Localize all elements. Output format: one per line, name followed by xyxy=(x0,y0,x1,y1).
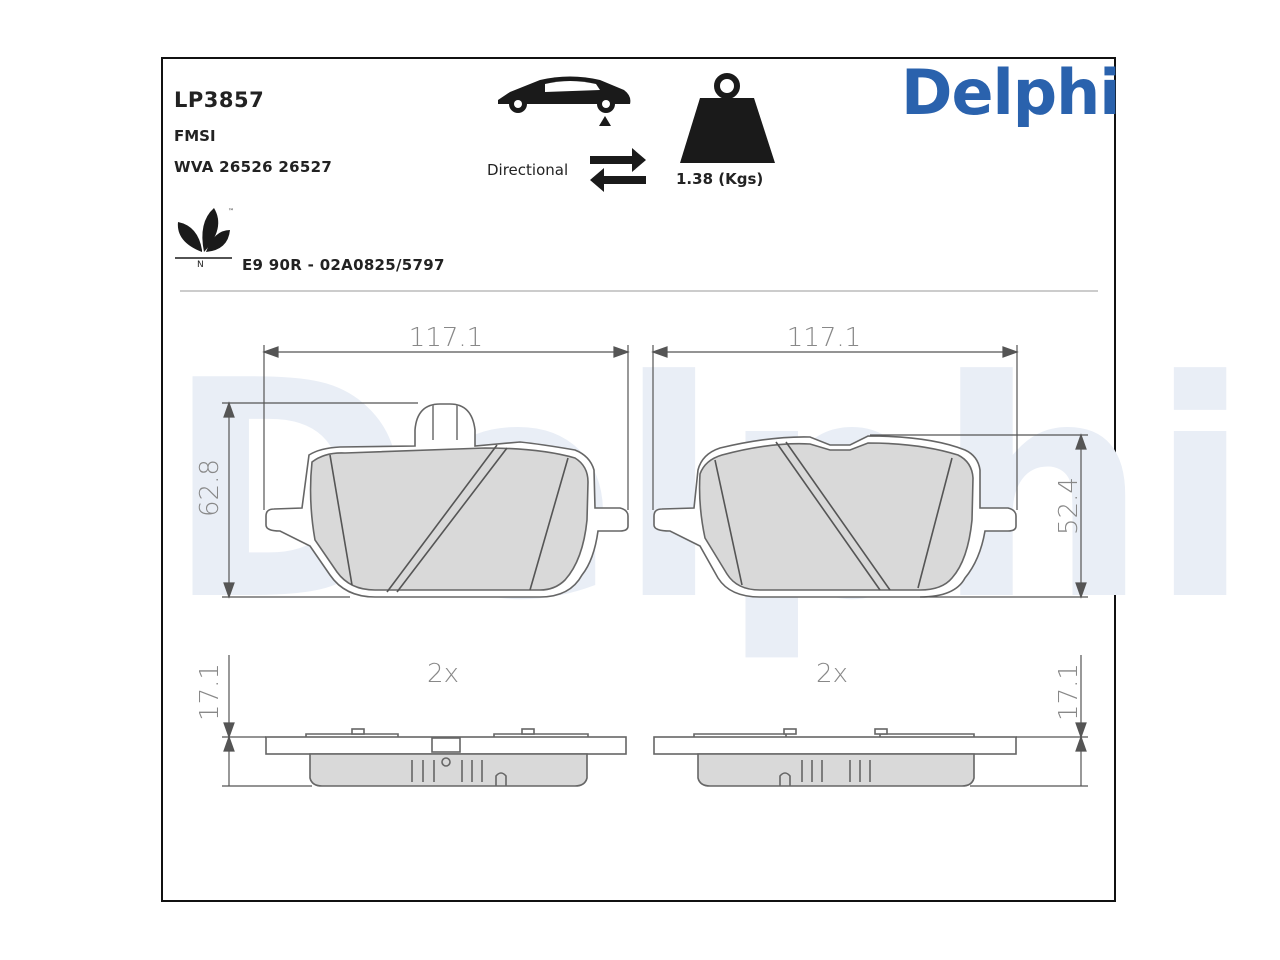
brand-logo: Delphi xyxy=(901,56,1121,129)
left-pad-front-view xyxy=(265,403,629,598)
weight-icon xyxy=(680,73,775,163)
eco-letter: N xyxy=(197,260,204,270)
right-pad-side-view xyxy=(653,728,1017,787)
right-dimension-lines xyxy=(651,345,1088,599)
eco-trademark: ™ xyxy=(228,208,234,215)
right-thickness-dimension-lines xyxy=(970,655,1088,787)
right-pad-front-view xyxy=(653,435,1017,598)
left-thickness-dimension: 17.1 xyxy=(195,663,225,721)
wva-numbers: WVA 26526 26527 xyxy=(174,158,333,176)
left-thickness-dimension-lines xyxy=(222,655,312,787)
left-pad-side-view xyxy=(265,728,627,787)
right-thickness-dimension: 17.1 xyxy=(1054,663,1084,721)
left-quantity-label: 2x xyxy=(427,659,459,689)
directional-arrows-icon xyxy=(590,148,646,192)
right-quantity-label: 2x xyxy=(816,659,848,689)
right-height-dimension: 52.4 xyxy=(1054,477,1084,535)
fmsi-label: FMSI xyxy=(174,127,216,145)
car-rear-position-icon xyxy=(498,76,631,126)
directional-label: Directional xyxy=(487,161,569,179)
weight-label: 1.38 (Kgs) xyxy=(676,170,764,188)
right-width-dimension: 117.1 xyxy=(787,323,861,353)
left-dimension-lines xyxy=(222,345,630,599)
left-width-dimension: 117.1 xyxy=(409,323,483,353)
part-number: LP3857 xyxy=(174,88,265,112)
approval-code: E9 90R - 02A0825/5797 xyxy=(242,256,445,274)
left-height-dimension: 62.8 xyxy=(195,459,225,517)
eco-leaf-icon xyxy=(175,208,232,259)
